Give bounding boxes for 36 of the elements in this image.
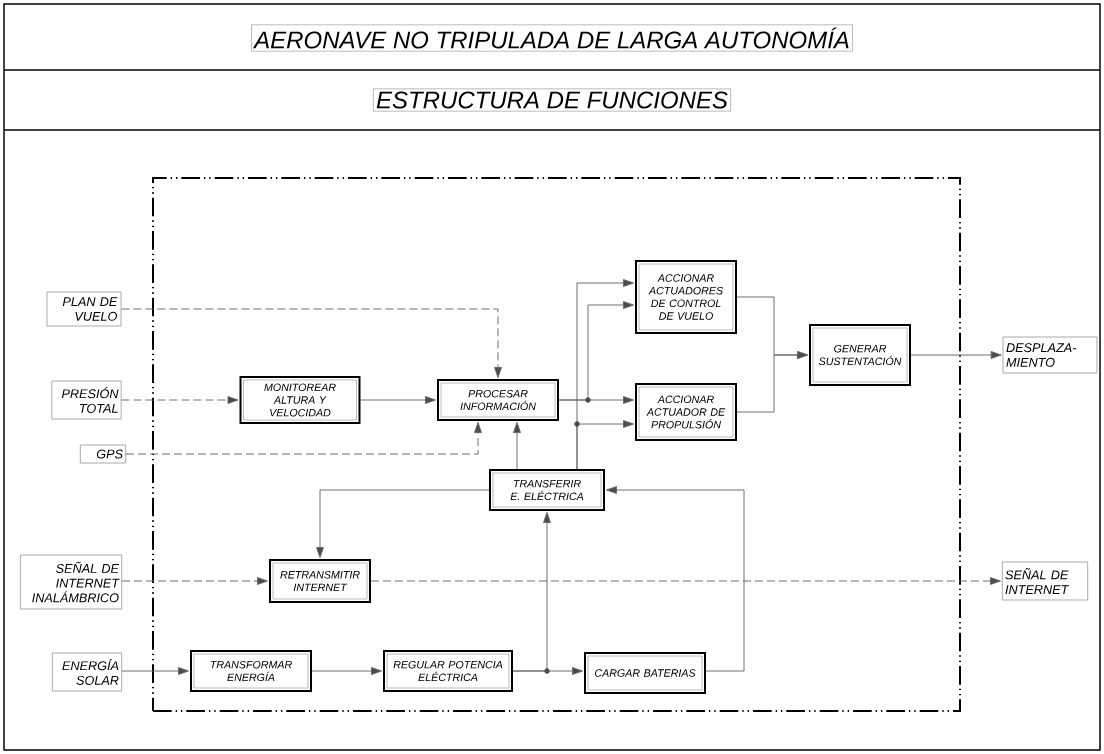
arrow <box>125 422 482 455</box>
arrow <box>512 512 551 672</box>
arrow <box>120 308 502 378</box>
arrow <box>121 577 268 585</box>
arrow <box>316 489 490 558</box>
flow-box: SEÑAL DE INTERNET <box>1002 561 1088 601</box>
subtitle: ESTRUCTURA DE FUNCIONES <box>373 88 731 112</box>
arrow <box>576 420 634 470</box>
flow-box: PRESIÓN TOTAL <box>51 380 122 420</box>
arrow <box>606 486 745 672</box>
function-box: ACCIONAR ACTUADOR DE PROPULSIÓN <box>635 383 737 441</box>
flow-box: SEÑAL DE INTERNET INALÁMBRICO <box>20 554 122 610</box>
arrow <box>121 667 189 675</box>
arrow <box>910 351 1002 359</box>
function-box: REGULAR POTENCIA ELÉCTRICA <box>383 650 513 692</box>
flow-box: ENERGÍA SOLAR <box>52 652 122 692</box>
arrow <box>311 667 382 675</box>
system-boundary <box>152 177 961 712</box>
arrow <box>736 351 808 413</box>
arrow <box>513 422 521 470</box>
arrow <box>121 396 239 404</box>
flow-box: PLAN DE VUELO <box>46 291 122 327</box>
function-box: ACCIONAR ACTUADORES DE CONTROL DE VUELO <box>635 260 737 334</box>
function-box: GENERAR SUSTENTACIÓN <box>809 324 911 386</box>
flow-box: GPS <box>80 444 126 464</box>
arrow <box>558 396 634 404</box>
function-box: RETRANSMITIR INTERNET <box>269 559 371 603</box>
function-box: TRANSFERIR E. ELÉCTRICA <box>489 469 605 511</box>
function-box: MONITOREAR ALTURA Y VELOCIDAD <box>239 376 361 424</box>
arrow <box>370 577 1001 585</box>
function-box: PROCESAR INFORMACIÓN <box>437 379 559 421</box>
arrow <box>360 396 436 404</box>
title: AERONAVE NO TRIPULADA DE LARGA AUTONOMÍA <box>251 24 853 52</box>
function-box: TRANSFORMAR ENERGÍA <box>190 650 312 692</box>
flow-box: DESPLAZA- MIENTO <box>1002 336 1098 374</box>
function-box: CARGAR BATERIAS <box>584 652 706 694</box>
